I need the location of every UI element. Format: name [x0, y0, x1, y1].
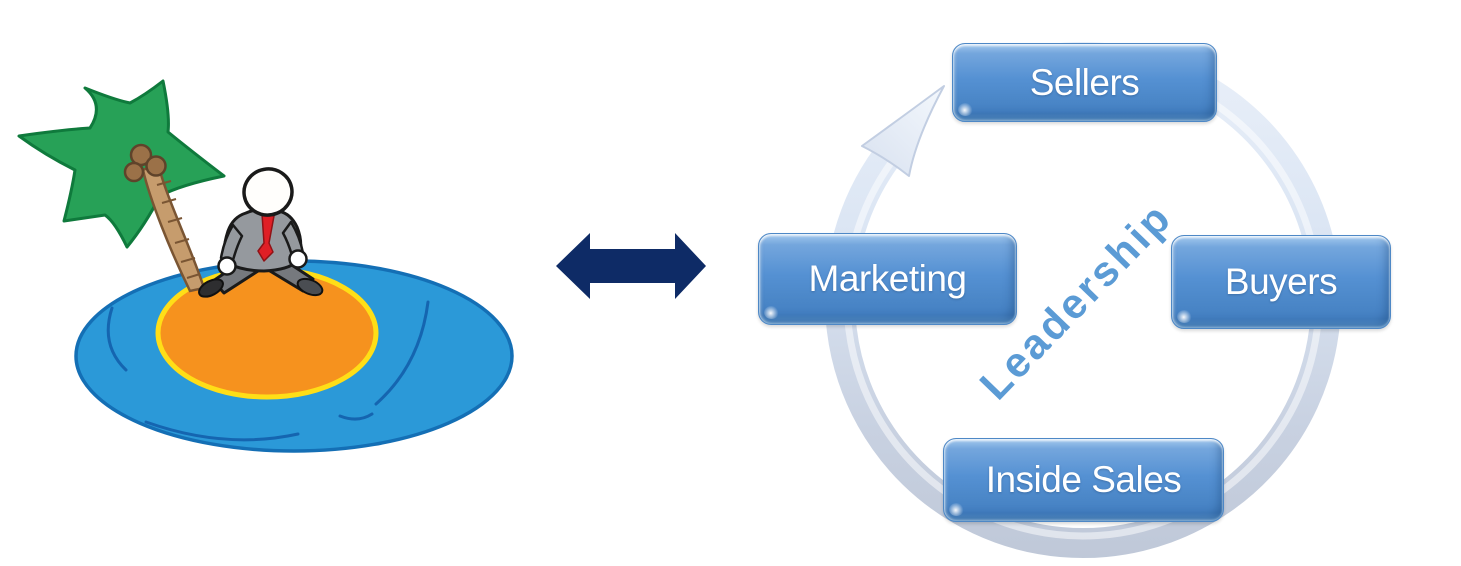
cycle-node-buyers: Buyers — [1171, 235, 1391, 329]
cycle-node-sellers: Sellers — [952, 43, 1217, 122]
cycle-ring-arrowhead — [861, 85, 945, 177]
left-hand — [217, 256, 237, 276]
cycle-node-inside-sales-label: Inside Sales — [985, 459, 1182, 500]
cycle-node-marketing: Marketing — [758, 233, 1017, 325]
right-hand — [288, 249, 308, 269]
cycle-node-marketing-label: Marketing — [808, 258, 967, 299]
stranded-businessman — [198, 167, 324, 298]
cycle-ring-arc — [824, 42, 1341, 559]
cycle-node-sellers-label: Sellers — [1029, 61, 1140, 103]
island-illustration — [17, 79, 514, 453]
coconuts — [123, 143, 167, 183]
red-tie — [257, 213, 275, 262]
double-headed-arrow — [556, 233, 706, 299]
trunk-segments — [156, 180, 201, 279]
palm-fronds — [17, 79, 226, 249]
cycle-node-buyers-label: Buyers — [1224, 261, 1338, 302]
palm-tree — [17, 79, 226, 293]
head — [242, 167, 294, 217]
left-shoe — [198, 278, 224, 298]
water-ripples — [106, 300, 430, 442]
cycle-node-inside-sales: Inside Sales — [943, 438, 1224, 522]
right-shoe — [296, 277, 324, 297]
